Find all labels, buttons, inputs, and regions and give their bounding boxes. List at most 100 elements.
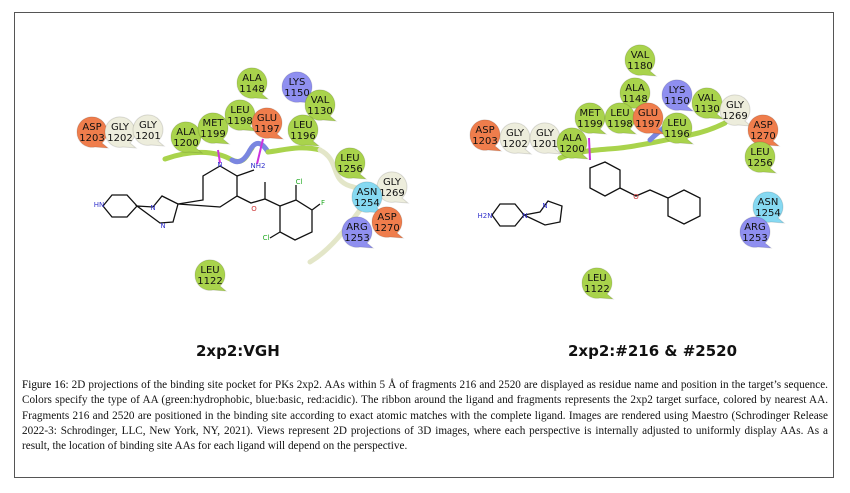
residue-blob xyxy=(334,147,368,180)
residue-number: 1200 xyxy=(173,138,198,149)
ligand-structure-left xyxy=(102,165,321,241)
residue-name: MET xyxy=(579,108,601,119)
atom-label: N xyxy=(160,222,165,230)
residue-blob xyxy=(281,71,315,104)
residue-blob xyxy=(747,114,781,147)
hbond-line xyxy=(217,149,221,164)
residue-name: VAL xyxy=(698,93,717,104)
residue-number: 1203 xyxy=(79,133,104,144)
residue-blob xyxy=(132,114,166,147)
residue-name: GLY xyxy=(111,122,130,133)
residue-name: ASP xyxy=(475,125,494,136)
residue-blob xyxy=(170,121,204,154)
residue-number: 1130 xyxy=(307,106,332,117)
residue-name: ALA xyxy=(625,83,645,94)
residue-name: ARG xyxy=(744,222,766,233)
residue-name: GLY xyxy=(726,100,745,111)
residue-number: 1254 xyxy=(354,198,379,209)
residue-blob xyxy=(341,216,375,249)
residue-name: LYS xyxy=(289,77,306,88)
residue-number: 1148 xyxy=(239,84,264,95)
residue-name: VAL xyxy=(311,95,330,106)
residue-blob xyxy=(499,122,533,155)
residue-name: LEU xyxy=(230,105,249,116)
figure-frame xyxy=(14,12,834,478)
residue-name: ASP xyxy=(82,122,101,133)
residue-name: ASP xyxy=(377,212,396,223)
residue-blob xyxy=(661,79,695,112)
atom-label: Cl xyxy=(263,234,270,242)
residue-number: 1197 xyxy=(635,119,660,130)
residue-blob xyxy=(376,171,410,204)
residue-number: 1203 xyxy=(472,136,497,147)
atom-label: H2N xyxy=(478,212,493,220)
residue-blob xyxy=(236,67,270,100)
residue-name: ALA xyxy=(562,133,582,144)
residue-number: 1199 xyxy=(577,119,602,130)
residue-name: GLY xyxy=(383,177,402,188)
residue-number: 1256 xyxy=(337,164,362,175)
atom-label: N xyxy=(522,212,527,220)
atom-label: O xyxy=(633,193,639,201)
residue-blob xyxy=(574,102,608,135)
residue-number: 1150 xyxy=(284,88,309,99)
residue-number: 1197 xyxy=(254,124,279,135)
residue-name: GLU xyxy=(257,113,277,124)
residue-number: 1200 xyxy=(559,144,584,155)
residue-name: GLY xyxy=(536,128,555,139)
residue-name: MET xyxy=(202,118,224,129)
panel-title-left: 2xp2:VGH xyxy=(196,342,280,360)
caption-label: Figure 16: xyxy=(22,379,69,391)
residue-number: 1198 xyxy=(607,119,632,130)
residue-number: 1270 xyxy=(374,223,399,234)
atom-label: HN xyxy=(94,201,105,209)
residue-number: 1253 xyxy=(742,233,767,244)
residue-number: 1198 xyxy=(227,116,252,127)
residue-blob xyxy=(287,114,321,147)
residue-number: 1130 xyxy=(694,104,719,115)
atom-label: NH2 xyxy=(251,162,266,170)
atom-label: Cl xyxy=(296,178,303,186)
residue-number: 1202 xyxy=(107,133,132,144)
residue-number: 1269 xyxy=(379,188,404,199)
residue-blob xyxy=(744,141,778,174)
residue-blob xyxy=(351,181,385,214)
caption-text: 2D projections of the binding site pocke… xyxy=(22,379,828,453)
residue-blob xyxy=(197,112,231,145)
residue-blob xyxy=(371,206,405,239)
residue-blob xyxy=(556,127,590,160)
residue-number: 1269 xyxy=(722,111,747,122)
atom-label: F xyxy=(321,199,325,207)
residue-name: ASN xyxy=(758,197,779,208)
residue-name: GLY xyxy=(506,128,525,139)
fragment-structures-right xyxy=(491,161,701,227)
panel-title-right: 2xp2:#216 & #2520 xyxy=(568,342,738,360)
residue-name: LEU xyxy=(667,118,686,129)
atom-label: N xyxy=(150,204,155,212)
residue-number: 1122 xyxy=(197,276,222,287)
residue-name: VAL xyxy=(631,50,650,61)
residue-name: GLU xyxy=(638,108,658,119)
